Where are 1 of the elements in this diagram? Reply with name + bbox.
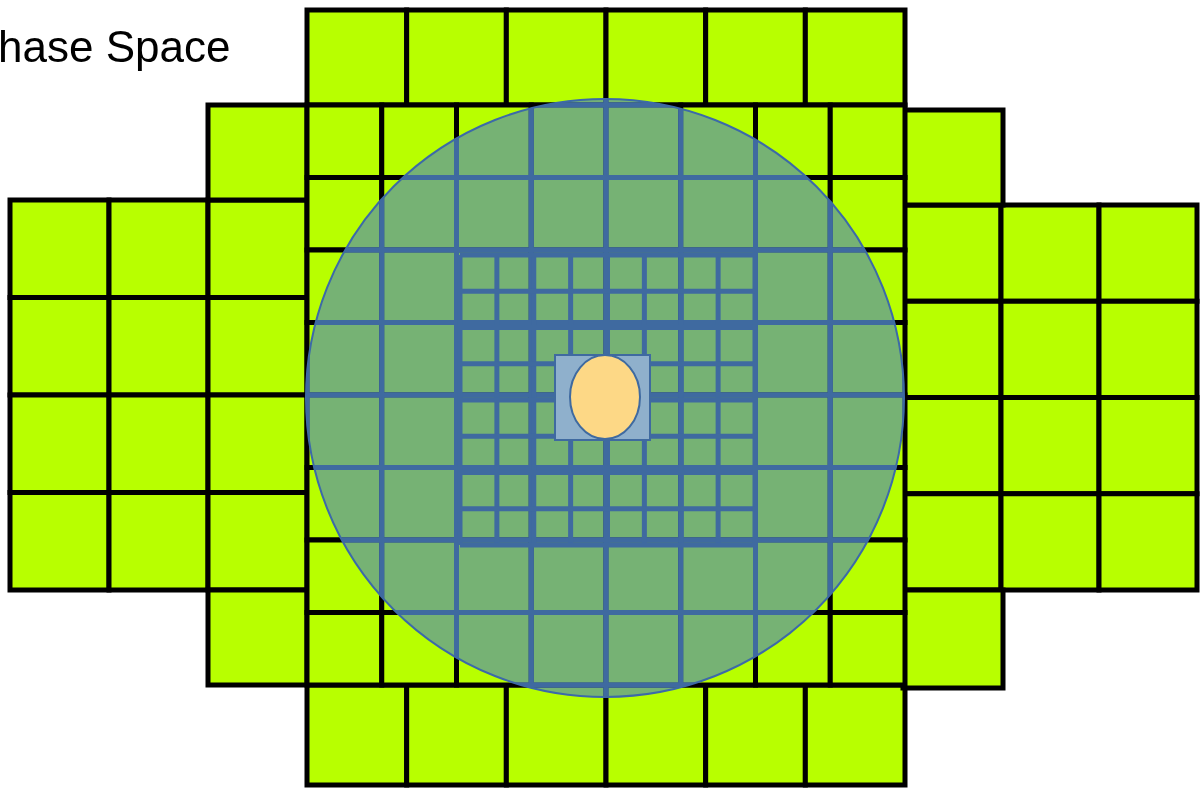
title: hase Space bbox=[0, 22, 231, 72]
